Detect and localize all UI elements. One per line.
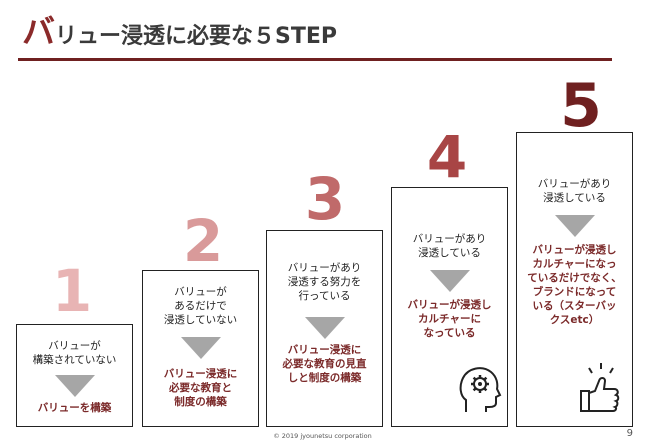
- head-gears-icon: [459, 367, 502, 412]
- title-lead-char: バ: [22, 12, 55, 51]
- step-4-action: バリューが浸透し カルチャーに なっている: [407, 299, 492, 339]
- step-5-number: 5: [560, 71, 602, 141]
- step-3-arrow: [305, 317, 345, 339]
- step-5-state: バリューがあり 浸透している: [537, 178, 612, 204]
- thumbs-up-icon: [580, 363, 620, 412]
- page-title: バ リュー浸透に必要な５STEP: [22, 12, 337, 52]
- step-3-state: バリューがあり 浸透する努力を 行っている: [287, 262, 362, 302]
- title-underline: [18, 58, 612, 61]
- step-2-action: バリュー浸透に 必要な教育と 制度の構築: [163, 368, 238, 408]
- step-1-action: バリューを構築: [37, 402, 112, 414]
- step-2-arrow: [181, 337, 221, 359]
- step-1-number: 1: [51, 257, 93, 325]
- step-4-state: バリューがあり 浸透している: [412, 233, 487, 259]
- step-2-state: バリューが あるだけで 浸透していない: [163, 286, 238, 326]
- step-2-number: 2: [182, 207, 224, 275]
- title-text: リュー浸透に必要な５STEP: [55, 24, 338, 49]
- step-5-arrow: [555, 215, 595, 237]
- step-4-box: バリューがあり 浸透している バリューが浸透し カルチャーに なっている: [391, 187, 508, 427]
- step-4-arrow: [430, 270, 470, 292]
- step-5-action: バリューが浸透し カルチャーになっ ているだけでなく、 ブランドになって いる（…: [527, 244, 622, 326]
- page-number: 9: [626, 428, 633, 439]
- step-2-box: バリューが あるだけで 浸透していない バリュー浸透に 必要な教育と 制度の構築: [142, 270, 259, 427]
- step-1-state: バリューが 構築されていない: [32, 340, 117, 366]
- step-1-arrow: [55, 375, 95, 397]
- step-3-box: バリューがあり 浸透する努力を 行っている バリュー浸透に 必要な教育の見直 し…: [266, 230, 383, 427]
- step-1-box: バリューが 構築されていない バリューを構築: [16, 324, 133, 427]
- step-4-number: 4: [426, 123, 468, 191]
- step-3-number: 3: [304, 165, 346, 233]
- copyright-footer: © 2019 jyounetsu corporation: [273, 432, 372, 440]
- step-3-action: バリュー浸透に 必要な教育の見直 しと制度の構築: [282, 344, 367, 384]
- step-5-box: バリューがあり 浸透している バリューが浸透し カルチャーになっ ているだけでな…: [516, 132, 633, 427]
